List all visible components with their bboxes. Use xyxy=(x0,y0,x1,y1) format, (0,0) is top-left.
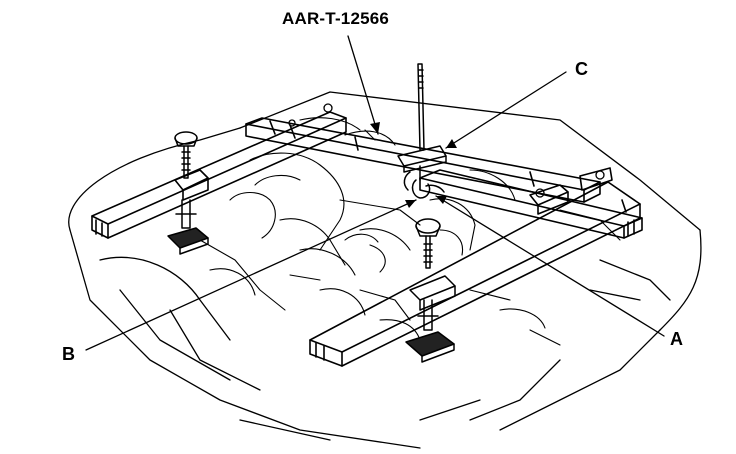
right-support-foot[interactable] xyxy=(405,331,455,363)
beam-left[interactable] xyxy=(91,111,347,239)
callout-c-label: C xyxy=(575,59,588,79)
tool-part-number-label: AAR-T-12566 xyxy=(282,9,390,28)
lifting-hook-assembly[interactable] xyxy=(397,63,447,199)
leader-c xyxy=(445,71,567,149)
right-support-knob[interactable] xyxy=(415,218,441,331)
engine-block xyxy=(199,117,621,346)
callout-a-label: A xyxy=(670,329,683,349)
beam-bolts xyxy=(288,103,605,198)
leader-arrowheads xyxy=(370,122,457,208)
callout-b-label: B xyxy=(62,344,75,364)
cross-beam-middle[interactable] xyxy=(419,167,643,239)
beam-right[interactable] xyxy=(309,181,641,367)
leader-lines xyxy=(85,35,665,351)
beam-clamp-right-knob[interactable] xyxy=(409,275,456,311)
left-support-foot[interactable] xyxy=(167,227,209,255)
left-support-knob[interactable] xyxy=(174,131,198,229)
leader-tool xyxy=(347,35,379,135)
leader-a xyxy=(435,195,665,337)
leader-b xyxy=(85,199,417,351)
vehicle-body xyxy=(68,91,702,449)
